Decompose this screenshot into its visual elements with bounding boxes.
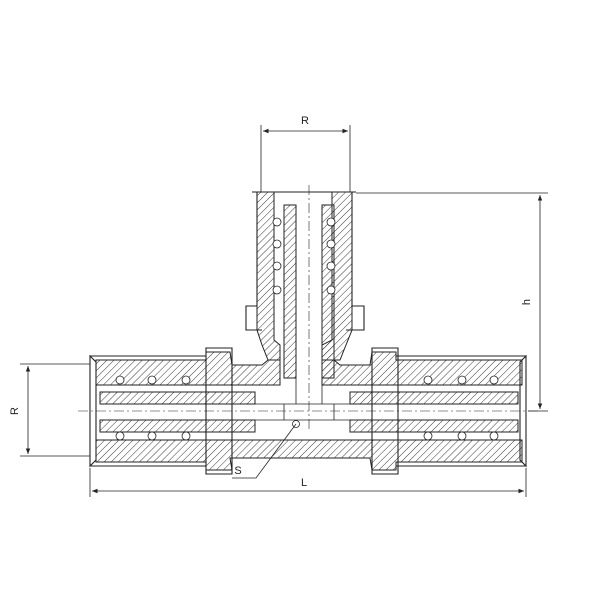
o-ring [489, 375, 499, 385]
o-ring [326, 285, 336, 295]
o-ring [457, 375, 467, 385]
label-r-left: R [9, 407, 21, 415]
o-ring [272, 261, 282, 271]
leader-s [232, 423, 297, 479]
o-ring [457, 431, 467, 441]
centerlines [78, 185, 540, 430]
dimensions: R h R S L [9, 115, 548, 497]
o-ring [489, 431, 499, 441]
o-ring [181, 431, 191, 441]
o-ring [272, 285, 282, 295]
o-ring [423, 431, 433, 441]
o-ring [115, 375, 125, 385]
o-ring [272, 239, 282, 249]
branch-insert-left [283, 204, 297, 379]
o-ring [326, 261, 336, 271]
label-s: S [234, 465, 241, 477]
run-insert-right-bottom [349, 419, 519, 433]
o-rings [115, 217, 499, 441]
o-ring [147, 375, 157, 385]
o-ring [272, 217, 282, 227]
o-ring [181, 375, 191, 385]
o-ring [115, 431, 125, 441]
o-ring [326, 239, 336, 249]
run-insert-right [349, 391, 519, 405]
label-l: L [301, 477, 307, 489]
body-outline [89, 191, 527, 475]
label-r-top: R [301, 115, 309, 127]
o-ring [423, 375, 433, 385]
label-h: h [521, 299, 533, 305]
branch-left-wall [256, 191, 281, 361]
o-ring [326, 217, 336, 227]
run-insert-left-bottom [99, 419, 256, 433]
o-ring [147, 431, 157, 441]
